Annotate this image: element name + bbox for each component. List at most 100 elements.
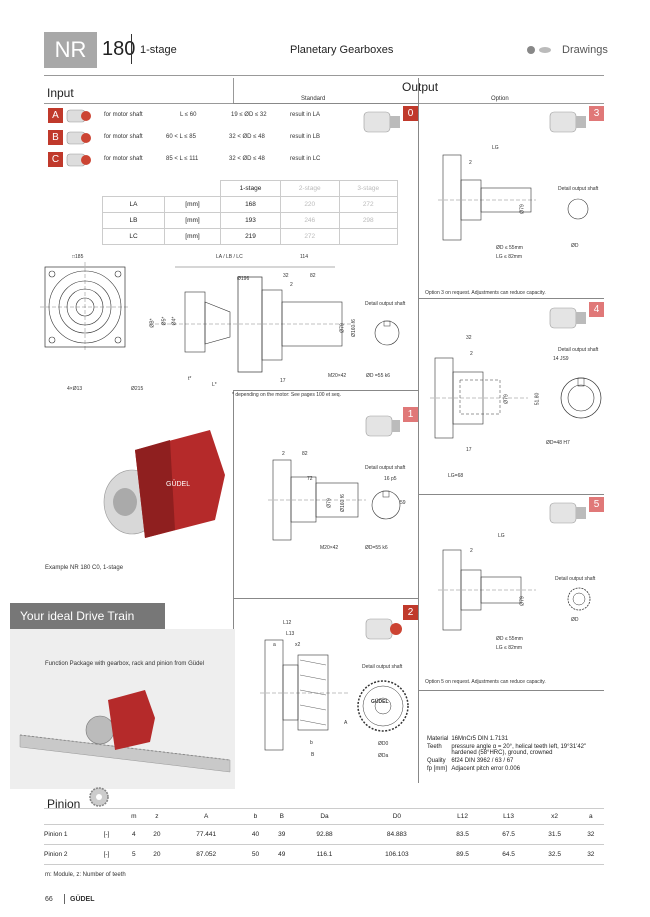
footnote: * depending on the motor: See pages 100 …	[232, 392, 341, 398]
dim-label: LG=68	[448, 473, 464, 479]
spec-value: 6f24 DIN 3962 / 63 / 67	[451, 758, 514, 764]
table-cell: 4	[124, 824, 144, 845]
pinion-gear-icon	[89, 787, 109, 807]
dim-label: b	[310, 740, 313, 746]
dim-label: Ø160 f6	[339, 494, 346, 512]
option-5-drawing	[438, 549, 536, 631]
drive-train-text: Function Package with gearbox, rack and …	[45, 661, 205, 667]
table-row: m z A b B Da D0 L12 L13 x2 a	[44, 808, 604, 825]
dim-label: Ø4*	[171, 316, 178, 326]
table-header: L13	[485, 808, 532, 825]
table-cell: 87.052	[170, 844, 243, 865]
condition: LG ≤ 82mm	[496, 645, 523, 651]
header-divider	[131, 34, 132, 64]
table-cell: 83.5	[439, 824, 486, 845]
dim-label: ØB*	[149, 318, 156, 328]
dim-label: 114	[300, 254, 308, 260]
dim-label: ØDa	[378, 753, 389, 759]
dim-label: ØD =55 k6	[366, 373, 391, 379]
shaft-detail-drawing	[374, 320, 400, 346]
dim-label: M20×42	[328, 373, 347, 379]
option-badge-5: 5	[589, 497, 604, 512]
spec-key: Teeth	[427, 744, 442, 750]
row-label: for motor shaft	[104, 156, 143, 162]
option-badge-1: 1	[403, 407, 418, 422]
dim-label: ØD=48 H7	[546, 440, 570, 446]
option-label: Option	[491, 96, 509, 102]
pinion-table: m z A b B Da D0 L12 L13 x2 a Pinion 1 [-…	[44, 808, 604, 865]
section-label: Drawings	[562, 44, 608, 56]
table-header: D0	[354, 808, 440, 825]
gearbox-thumbnail	[549, 307, 586, 329]
dim-label: 17	[280, 378, 286, 384]
footer-brand: GÜDEL	[70, 896, 95, 903]
table-cell: [-]	[89, 824, 124, 845]
table-cell: 31.5	[531, 824, 578, 845]
dim-label: LG	[498, 533, 505, 539]
dim-label: 2	[470, 351, 473, 357]
option-badge-4: 4	[589, 302, 604, 317]
option-4-drawing	[430, 357, 528, 439]
dim-label: 2	[282, 451, 285, 457]
table-cell: 116.1	[294, 844, 355, 865]
condition: ØD ≤ 55mm	[496, 636, 523, 642]
letter-badge-a: A	[48, 108, 63, 123]
table-header	[89, 808, 124, 825]
dim-label: 2	[470, 548, 473, 554]
table-header: a	[577, 808, 604, 825]
dim-label: L12	[283, 620, 292, 626]
page-title: Planetary Gearboxes	[290, 44, 394, 56]
table-header: A	[170, 808, 243, 825]
dim-label: 2	[290, 282, 293, 288]
dim-label: ØD	[571, 243, 579, 249]
dim-label: 82	[302, 451, 308, 457]
row-range: 85 < L ≤ 111	[166, 156, 199, 162]
table-row: Pinion 1 [-] 4 20 77.441 40 39 92.88 84.…	[44, 824, 604, 845]
table-header: 3-stage	[338, 180, 398, 197]
dim-label: 51.80	[534, 392, 541, 406]
dim-label: x2	[295, 642, 301, 648]
condition: ØD ≤ 55mm	[496, 245, 523, 251]
option-badge-0: 0	[403, 106, 418, 121]
size-label: 180	[102, 38, 136, 60]
stage-label: 1-stage	[140, 44, 177, 56]
table-cell: [-]	[89, 844, 124, 865]
dim-label: Ø160 f6	[350, 319, 357, 337]
detail-label: Detail output shaft	[558, 186, 599, 192]
table-cell: 67.5	[485, 824, 532, 845]
detail-label: Detail output shaft	[365, 465, 406, 471]
option-note: Option 5 on request. Adjustments can red…	[425, 679, 546, 685]
dim-label: Ø79	[339, 323, 346, 333]
table-cell: 40	[242, 824, 269, 845]
table-cell: 92.88	[294, 824, 355, 845]
table-cell: 193	[220, 212, 281, 229]
table-cell: 49	[268, 844, 295, 865]
row-label: for motor shaft	[104, 134, 143, 140]
table-cell: 39	[268, 824, 295, 845]
table-cell: 89.5	[439, 844, 486, 865]
dim-label: L*	[212, 382, 217, 388]
row-label: for motor shaft	[104, 112, 143, 118]
dim-label: 2	[469, 160, 472, 166]
spec-key: fp [mm]	[427, 766, 448, 772]
side-view-drawing	[155, 266, 355, 373]
rule	[233, 390, 234, 783]
output-heading: Output	[402, 80, 439, 94]
detail-label: Detail output shaft	[555, 576, 596, 582]
drawings-icon	[527, 46, 551, 54]
dim-label: Ø79	[503, 394, 510, 404]
spec-value: 16MnCr5 DIN 1.7131	[451, 736, 509, 742]
table-cell: 32	[577, 824, 604, 845]
spec-key: Quality	[427, 758, 446, 764]
shaft-detail-drawing	[567, 198, 589, 220]
table-cell: [mm]	[164, 228, 221, 245]
table-cell: 20	[143, 844, 170, 865]
input-heading: Input	[47, 86, 74, 100]
table-row: Pinion 2 [-] 5 20 87.052 50 49 116.1 106…	[44, 844, 604, 865]
series-box: NR	[44, 32, 97, 68]
dim-label: 16 p5	[384, 476, 397, 482]
table-header: m	[124, 808, 144, 825]
